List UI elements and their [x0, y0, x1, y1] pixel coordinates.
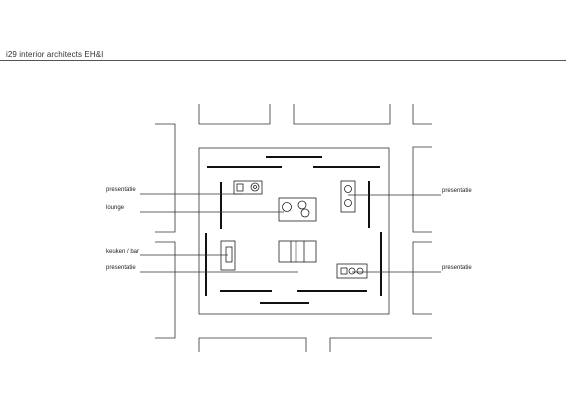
label-lounge: lounge	[106, 205, 125, 211]
main-hall-outline	[198, 147, 390, 315]
label-presentatie-left-top: presentatie	[106, 187, 136, 193]
building-right-upper	[412, 146, 432, 233]
center-table	[278, 240, 317, 263]
building-left-lower	[155, 241, 176, 339]
building-top-left	[198, 104, 271, 125]
leader-lines	[140, 193, 441, 273]
building-top-center	[293, 104, 391, 125]
building-left-upper	[155, 123, 176, 233]
label-presentatie-left-bottom: presentatie	[106, 265, 136, 271]
label-presentatie-right-top: presentatie	[442, 188, 472, 194]
building-top-right	[412, 104, 432, 125]
stand-presentatie-bottom-right	[336, 263, 368, 279]
stand-presentatie-top-right	[340, 180, 356, 213]
stand-presentatie-top-left	[233, 180, 263, 195]
surrounding-buildings	[155, 104, 432, 352]
building-bottom-left	[198, 337, 307, 352]
label-keuken-bar: keuken / bar	[106, 249, 139, 255]
page-title: i29 interior architects EH&I	[6, 50, 104, 59]
furniture	[220, 180, 368, 279]
building-right-lower	[412, 241, 432, 315]
building-bottom-right	[329, 337, 432, 352]
lounge-seating	[278, 197, 317, 222]
label-presentatie-right-bottom: presentatie	[442, 265, 472, 271]
kitchen-bar	[220, 240, 236, 271]
title-divider	[0, 60, 566, 61]
partition-walls	[205, 156, 382, 304]
